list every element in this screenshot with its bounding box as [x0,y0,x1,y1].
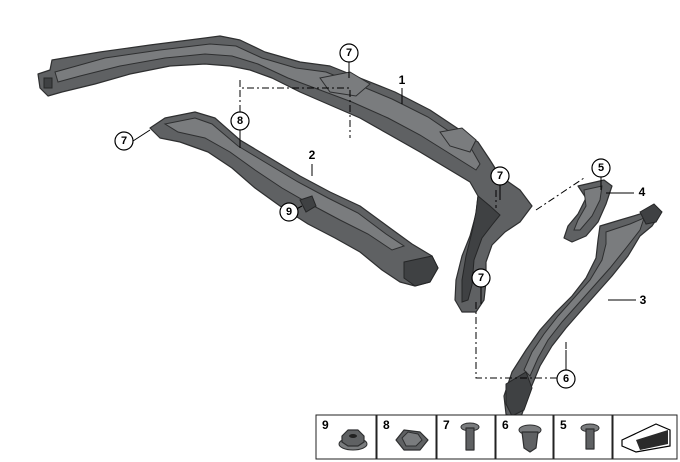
screw-icon [460,422,480,451]
svg-text:7: 7 [497,170,503,182]
svg-text:9: 9 [286,206,292,218]
svg-text:8: 8 [237,115,243,127]
legend-num-5: 5 [560,418,567,432]
callout-6: 6 [556,369,576,389]
svg-text:7: 7 [121,135,127,147]
label-part-1: 1 [399,73,406,87]
callout-7-lower: 7 [471,268,491,288]
hex-nut-icon [338,429,368,451]
callout-5: 5 [591,158,611,178]
label-part-2: 2 [309,148,316,162]
part-1-upper-beam [37,35,533,313]
direction-arrow-icon [621,423,671,453]
expanding-nut-icon [518,424,542,453]
part-4-small-bracket [563,179,613,243]
svg-text:7: 7 [478,272,484,284]
legend-strip: 9 8 7 6 5 [315,414,678,460]
callout-9: 9 [279,202,299,222]
legend-num-7: 7 [443,418,450,432]
callout-8: 8 [230,111,250,131]
svg-text:6: 6 [563,373,569,385]
legend-num-9: 9 [322,418,329,432]
callout-7-left: 7 [114,131,134,151]
callout-7-mid: 7 [490,166,510,186]
callout-7-top: 7 [339,43,359,63]
screw-small-icon [580,423,600,450]
svg-text:5: 5 [598,162,604,174]
label-part-4: 4 [639,185,646,199]
legend-num-8: 8 [383,418,390,432]
part-3-lower-bracket [503,203,663,421]
part-2-air-duct [149,111,439,287]
svg-text:7: 7 [346,47,352,59]
legend-num-6: 6 [502,418,509,432]
label-part-3: 3 [640,293,647,307]
clip-nut-icon [395,429,429,451]
